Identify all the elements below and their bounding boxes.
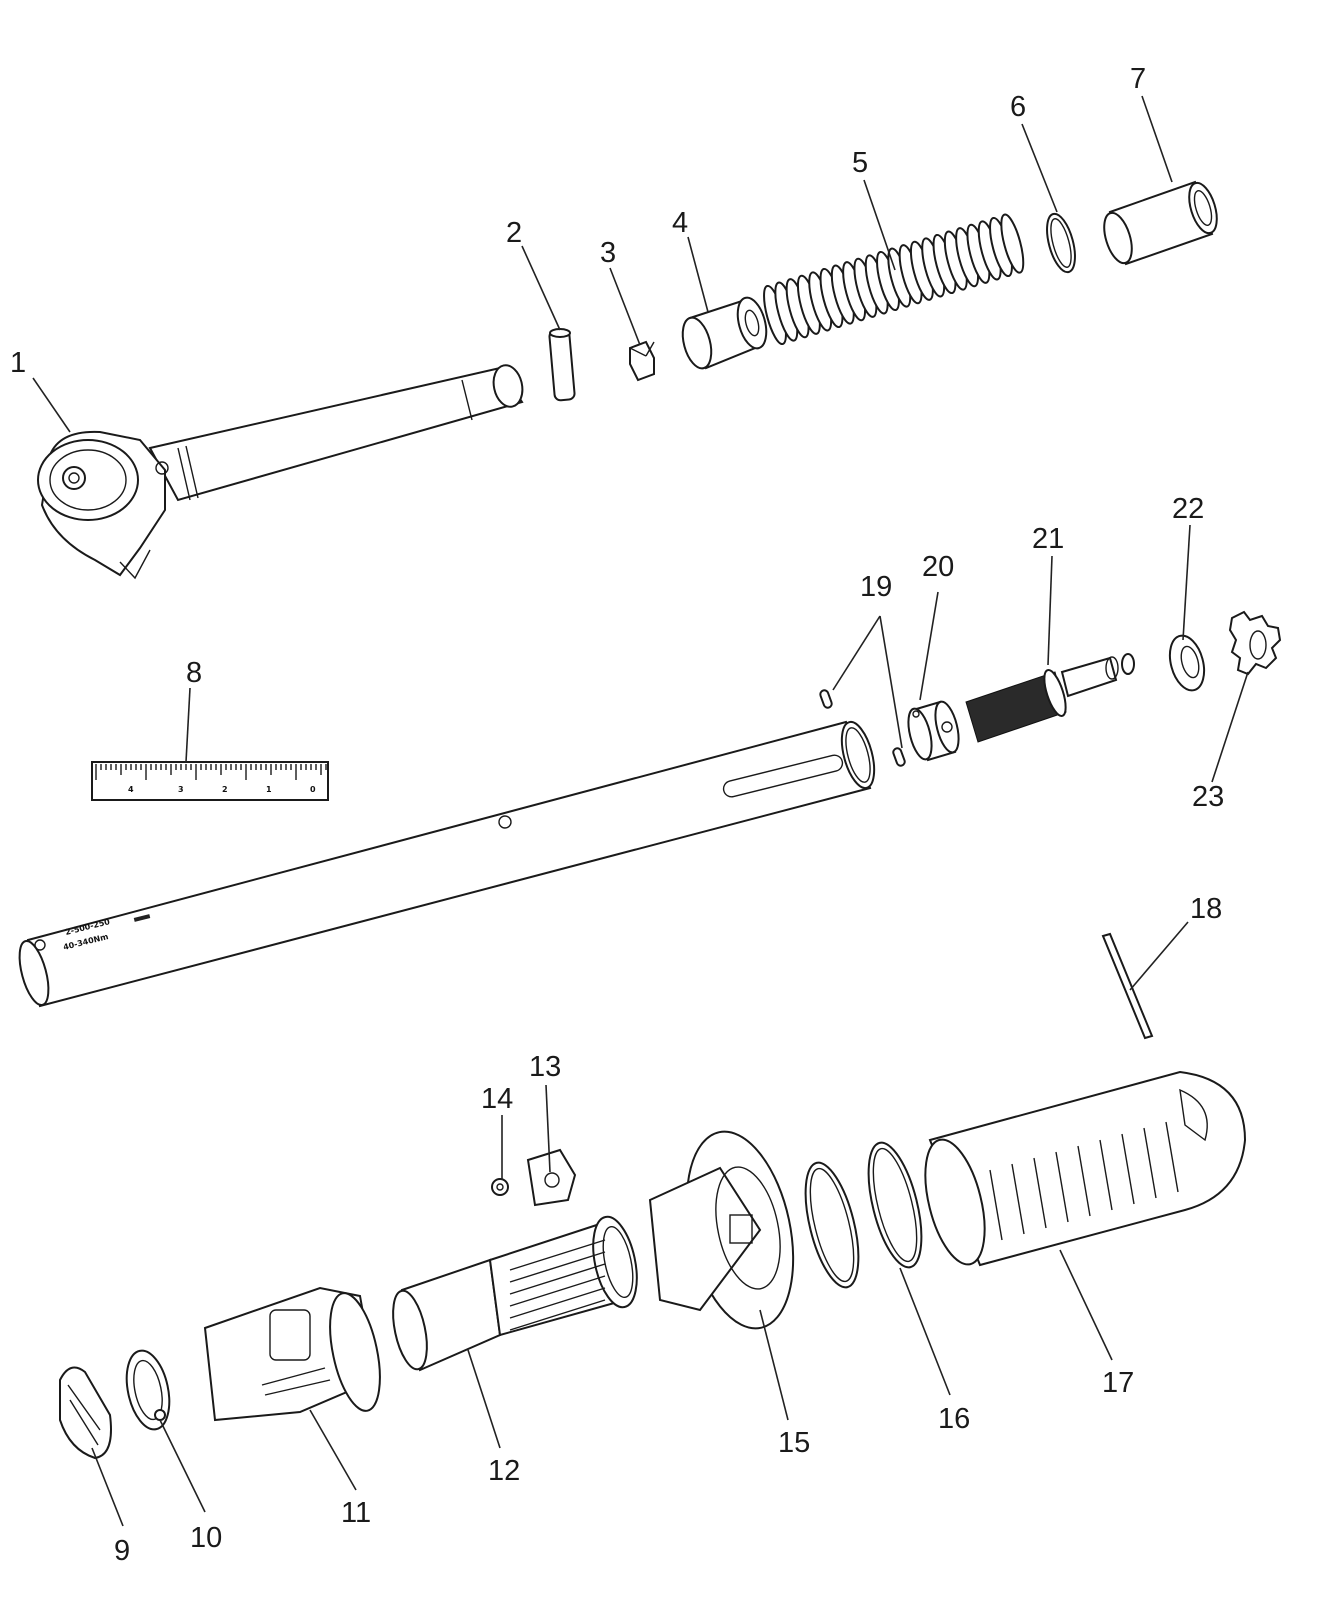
callout-10: 10 (190, 1522, 222, 1554)
callout-7: 7 (1130, 63, 1146, 95)
scale-digit: 4 (128, 785, 134, 794)
pin (548, 328, 576, 402)
callout-14: 14 (481, 1083, 513, 1115)
callout-22: 22 (1172, 493, 1204, 525)
star-knob (1228, 610, 1282, 676)
ratchet-head-with-shaft (37, 364, 524, 580)
callout-4: 4 (672, 207, 688, 239)
callout-12: 12 (488, 1455, 520, 1487)
scale-digit: 1 (266, 785, 272, 794)
sleeve (681, 296, 768, 370)
collar (125, 1349, 171, 1431)
washer (1168, 634, 1206, 692)
callout-5: 5 (852, 147, 868, 179)
cylinder (1103, 180, 1218, 266)
callout-23: 23 (1192, 781, 1224, 813)
threaded-rod (965, 653, 1135, 743)
nut (907, 700, 960, 762)
callout-8: 8 (186, 657, 202, 689)
callout-17: 17 (1102, 1367, 1134, 1399)
callout-20: 20 (922, 551, 954, 583)
clip (526, 1148, 577, 1207)
callout-19: 19 (860, 571, 892, 603)
callout-6: 6 (1010, 91, 1026, 123)
main-tube: 2-500-250 40-340Nm (18, 720, 876, 1008)
scale-label: 4 3 2 1 0 (91, 761, 329, 801)
scale-digit: 0 (310, 785, 316, 794)
splined-sleeve (392, 1215, 638, 1372)
callout-3: 3 (600, 237, 616, 269)
ring (1046, 212, 1076, 274)
callout-15: 15 (778, 1427, 810, 1459)
end-cap (59, 1366, 112, 1460)
leader-lines (32, 95, 1249, 1527)
callout-2: 2 (506, 217, 522, 249)
scale-digit: 2 (222, 785, 228, 794)
callout-21: 21 (1032, 523, 1064, 555)
callout-9: 9 (114, 1535, 130, 1567)
callout-16: 16 (938, 1403, 970, 1435)
split-rings (804, 1141, 923, 1289)
small-block (629, 340, 655, 382)
callout-11: 11 (341, 1497, 371, 1529)
scale-digit: 3 (178, 785, 184, 794)
long-pin (1101, 932, 1154, 1040)
screw (491, 1178, 509, 1196)
flange (648, 1130, 795, 1330)
housing (203, 1286, 381, 1422)
small-pins (819, 689, 906, 767)
callout-18: 18 (1190, 893, 1222, 925)
callout-13: 13 (529, 1051, 561, 1083)
handle-grip (924, 1070, 1247, 1267)
spring (763, 213, 1025, 346)
callout-1: 1 (10, 347, 26, 379)
callout-numbers: 1 2 3 4 5 6 7 8 9 10 11 12 13 14 15 16 1… (10, 63, 1224, 1567)
